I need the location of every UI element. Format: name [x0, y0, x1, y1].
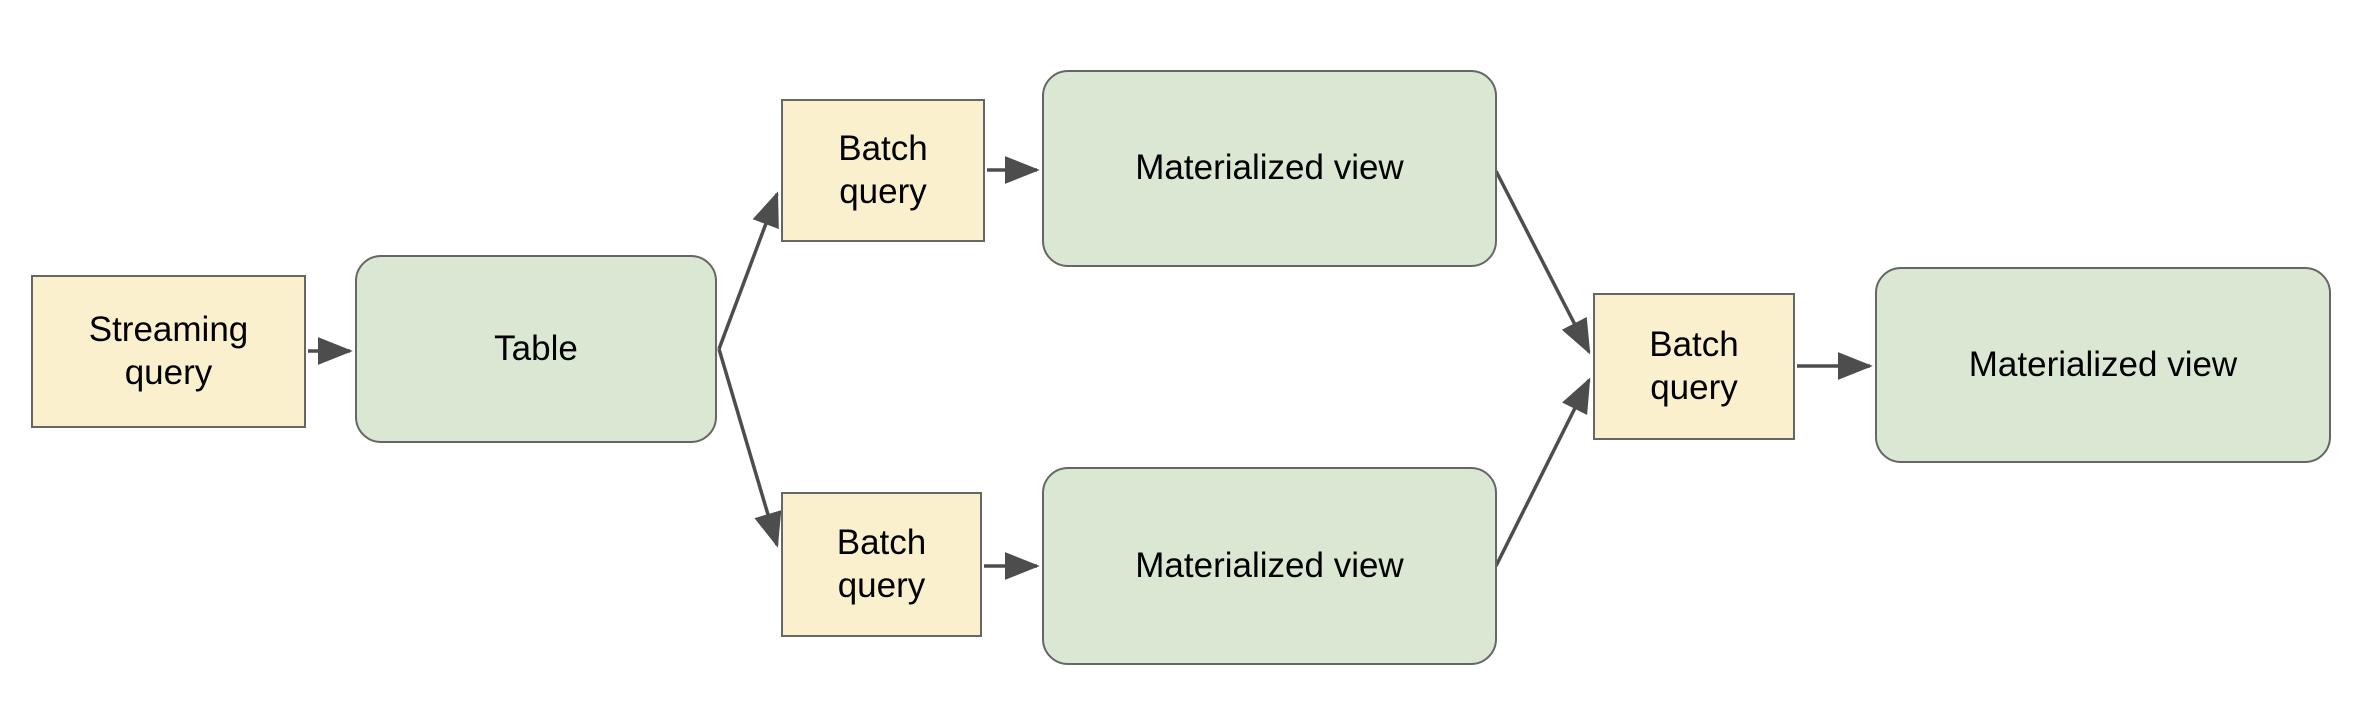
edge-table-to-batch-bottom	[717, 348, 782, 548]
node-label: Streaming query	[88, 309, 249, 392]
node-label: Materialized view	[1135, 545, 1404, 585]
node-materialized-view-final[interactable]: Materialized view	[1875, 267, 2331, 463]
edge-table-to-batch-top	[717, 191, 779, 350]
node-label: Batch query	[838, 128, 928, 211]
edge-view-bottom-to-batch-final	[1494, 377, 1591, 567]
node-batch-query-final[interactable]: Batch query	[1593, 293, 1795, 440]
node-label: Materialized view	[1968, 344, 2238, 384]
node-label: Table	[494, 328, 578, 368]
node-batch-query-bottom[interactable]: Batch query	[781, 492, 982, 637]
node-batch-query-top[interactable]: Batch query	[781, 99, 985, 242]
edge-view-top-to-batch-final	[1494, 170, 1591, 355]
node-materialized-view-top[interactable]: Materialized view	[1042, 70, 1497, 267]
node-label: Batch query	[836, 522, 927, 605]
node-label: Batch query	[1649, 324, 1739, 407]
node-streaming-query[interactable]: Streaming query	[31, 275, 306, 428]
node-materialized-view-bottom[interactable]: Materialized view	[1042, 467, 1497, 665]
node-label: Materialized view	[1135, 148, 1404, 188]
node-table[interactable]: Table	[355, 255, 717, 443]
